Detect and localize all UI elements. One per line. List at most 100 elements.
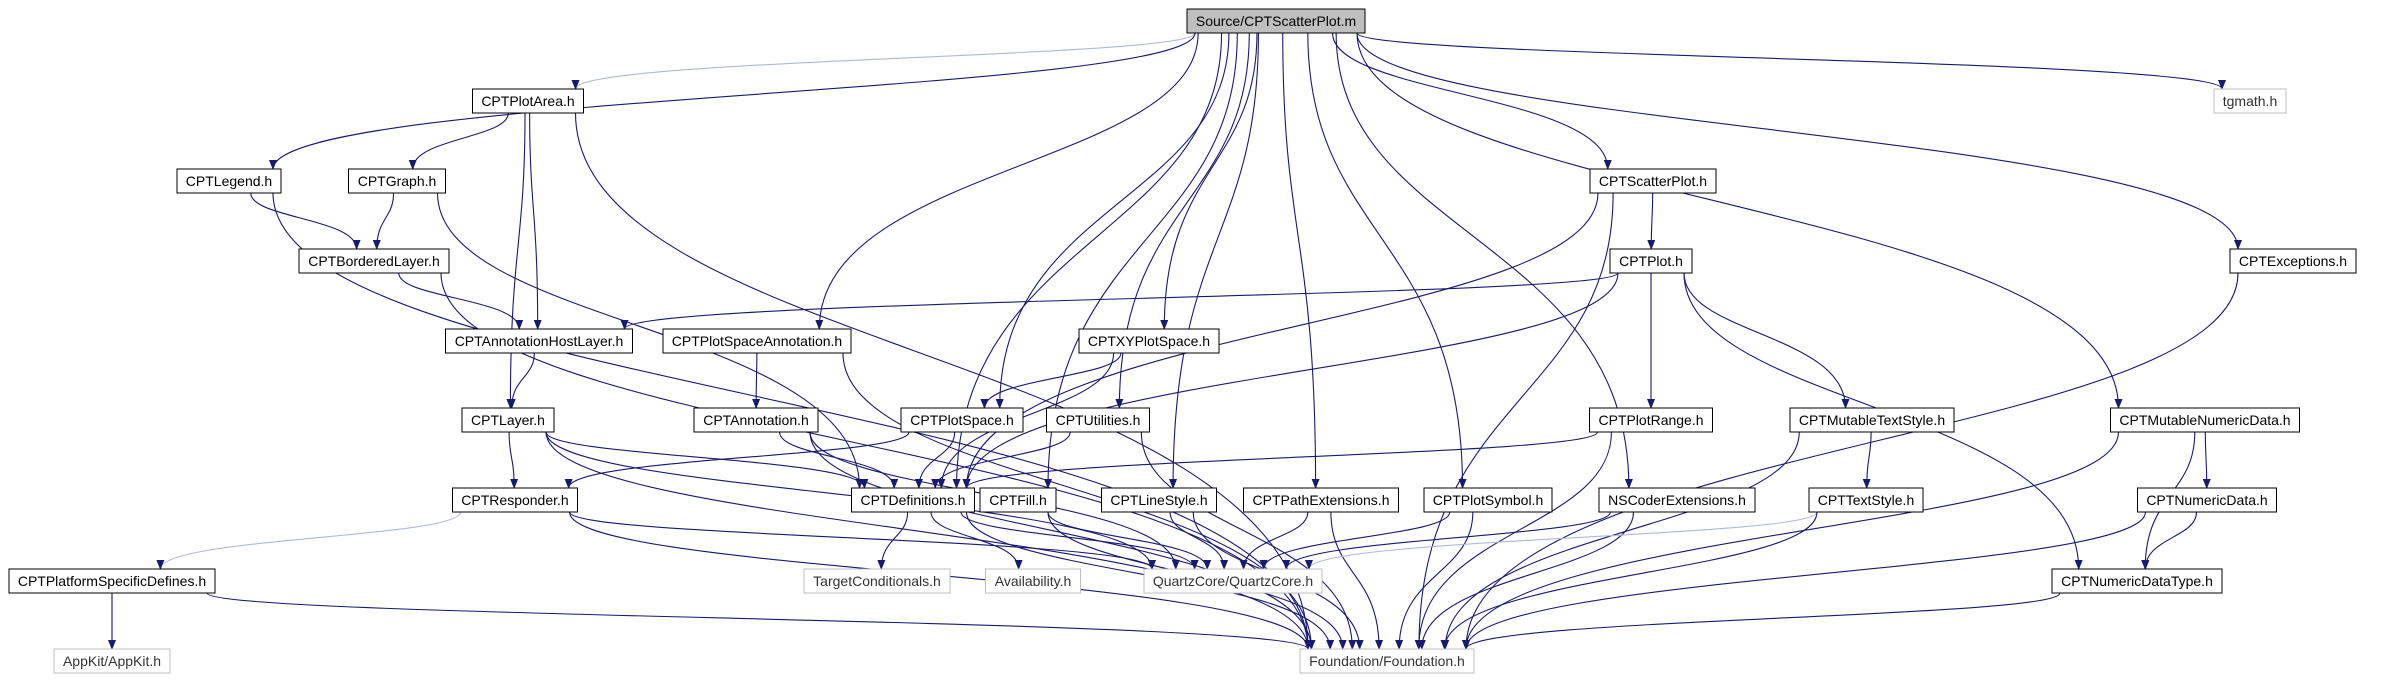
node-platformdefines[interactable]: CPTPlatformSpecificDefines.h [8, 568, 216, 594]
node-box [176, 168, 282, 194]
node-label: CPTNumericDataType.h [2061, 573, 2213, 589]
node-box [2229, 248, 2357, 274]
node-box [693, 407, 819, 433]
node-nscoder[interactable]: NSCoderExtensions.h [1598, 487, 1756, 513]
node-plotsymbol[interactable]: CPTPlotSymbol.h [1423, 487, 1553, 513]
node-exceptions[interactable]: CPTExceptions.h [2229, 248, 2357, 274]
node-plotspaceann[interactable]: CPTPlotSpaceAnnotation.h [662, 328, 852, 354]
node-box [53, 648, 171, 674]
node-label: CPTExceptions.h [2239, 253, 2347, 269]
node-plot[interactable]: CPTPlot.h [1609, 248, 1693, 274]
edge-mutablenumericdata-to-foundation [1462, 431, 2120, 650]
node-fill[interactable]: CPTFill.h [979, 487, 1057, 513]
node-graph[interactable]: CPTGraph.h [348, 168, 446, 194]
edge-nscoder-to-foundation [1417, 511, 1635, 650]
node-quartzcore[interactable]: QuartzCore/QuartzCore.h [1143, 568, 1323, 594]
node-targetcond[interactable]: TargetConditionals.h [803, 568, 951, 594]
node-box [2213, 88, 2287, 114]
node-box [8, 568, 216, 594]
edge-mutabletextstyle-to-textstyle [1862, 431, 1872, 489]
node-label: CPTAnnotation.h [703, 412, 809, 428]
edge-layer-to-quartzcore [545, 431, 1156, 570]
node-legend[interactable]: CPTLegend.h [176, 168, 282, 194]
edge-textstyle-to-foundation [1440, 511, 1818, 650]
node-box [2137, 487, 2277, 513]
edge-scatterplot-to-plot [1647, 192, 1656, 250]
edge-borderedlayer-to-annhostlayer [398, 272, 524, 330]
edge-xyplotspace-to-definitions [937, 352, 1115, 489]
node-label: CPTMutableNumericData.h [2119, 412, 2290, 428]
node-plotspace[interactable]: CPTPlotSpace.h [900, 407, 1024, 433]
edge-root-to-plotspaceann [815, 32, 1199, 330]
edge-graph-to-definitions [436, 192, 864, 489]
node-scatterplot[interactable]: CPTScatterPlot.h [1589, 168, 1717, 194]
node-root[interactable]: Source/CPTScatterPlot.m [1186, 8, 1366, 34]
node-plotrange[interactable]: CPTPlotRange.h [1589, 407, 1713, 433]
node-label: NSCoderExtensions.h [1608, 492, 1746, 508]
node-label: CPTTextStyle.h [1818, 492, 1914, 508]
node-definitions[interactable]: CPTDefinitions.h [851, 487, 975, 513]
edge-responder-to-quartzcore [568, 511, 1156, 570]
node-label: CPTUtilities.h [1056, 412, 1141, 428]
edge-responder-to-platformdefines [156, 511, 462, 570]
node-xyplotspace[interactable]: CPTXYPlotSpace.h [1078, 328, 1220, 354]
node-foundation[interactable]: Foundation/Foundation.h [1299, 648, 1475, 674]
node-box [900, 407, 1024, 433]
edge-plotarea-to-annhostlayer [529, 112, 542, 330]
node-label: CPTXYPlotSpace.h [1088, 333, 1210, 349]
edge-platformdefines-to-foundation [206, 592, 1312, 650]
node-box [985, 568, 1081, 594]
node-label: CPTMutableTextStyle.h [1799, 412, 1945, 428]
edge-graph-to-borderedlayer [372, 192, 395, 250]
node-label: Source/CPTScatterPlot.m [1196, 13, 1356, 29]
node-box [1589, 407, 1713, 433]
node-label: CPTPathExtensions.h [1253, 492, 1390, 508]
node-label: CPTResponder.h [461, 492, 568, 508]
node-box [851, 487, 975, 513]
node-box [1789, 407, 1955, 433]
node-availability[interactable]: Availability.h [985, 568, 1081, 594]
edge-annotation-to-foundation [809, 431, 1316, 650]
node-box [2110, 407, 2300, 433]
edge-root-to-xyplotspace [1160, 32, 1258, 330]
edge-root-to-linestyle [1169, 32, 1259, 489]
edge-pathext-to-foundation [1330, 511, 1384, 650]
edge-root-to-mutablenumericdata [1356, 32, 2123, 409]
edge-layer-to-responder [508, 431, 519, 489]
edge-plotrange-to-definitions [962, 431, 1599, 489]
node-textstyle[interactable]: CPTTextStyle.h [1808, 487, 1924, 513]
node-responder[interactable]: CPTResponder.h [452, 487, 578, 513]
node-label: Availability.h [995, 573, 1072, 589]
node-annhostlayer[interactable]: CPTAnnotationHostLayer.h [445, 328, 633, 354]
edge-mutabletextstyle-to-foundation [1441, 431, 1800, 650]
edge-plotsymbol-to-quartzcore [1259, 511, 1451, 570]
node-utilities[interactable]: CPTUtilities.h [1046, 407, 1150, 433]
edge-layer-to-definitions [545, 431, 869, 489]
edge-plotarea-to-foundation [574, 112, 1312, 650]
edge-nscoder-to-quartzcore [1282, 511, 1611, 570]
node-linestyle[interactable]: CPTLineStyle.h [1101, 487, 1217, 513]
node-plotarea[interactable]: CPTPlotArea.h [472, 88, 584, 114]
node-pathext[interactable]: CPTPathExtensions.h [1243, 487, 1399, 513]
node-mutabletextstyle[interactable]: CPTMutableTextStyle.h [1789, 407, 1955, 433]
node-numericdatatype[interactable]: CPTNumericDataType.h [2051, 568, 2223, 594]
edge-numericdata-to-foundation [1462, 511, 2147, 650]
node-appkit[interactable]: AppKit/AppKit.h [53, 648, 171, 674]
node-layer[interactable]: CPTLayer.h [461, 407, 555, 433]
node-label: CPTNumericData.h [2146, 492, 2267, 508]
edge-root-to-tgmath [1356, 32, 2226, 90]
node-mutablenumericdata[interactable]: CPTMutableNumericData.h [2110, 407, 2300, 433]
node-box [1808, 487, 1924, 513]
node-box [298, 248, 450, 274]
edge-plotarea-to-graph [408, 112, 509, 170]
node-tgmath[interactable]: tgmath.h [2213, 88, 2287, 114]
node-label: CPTAnnotationHostLayer.h [455, 333, 624, 349]
edge-root-to-fill [1044, 32, 1238, 489]
node-box [472, 88, 584, 114]
node-label: CPTPlotSymbol.h [1433, 492, 1543, 508]
node-label: CPTDefinitions.h [860, 492, 965, 508]
node-borderedlayer[interactable]: CPTBorderedLayer.h [298, 248, 450, 274]
node-label: QuartzCore/QuartzCore.h [1153, 573, 1313, 589]
node-numericdata[interactable]: CPTNumericData.h [2137, 487, 2277, 513]
node-annotation[interactable]: CPTAnnotation.h [693, 407, 819, 433]
